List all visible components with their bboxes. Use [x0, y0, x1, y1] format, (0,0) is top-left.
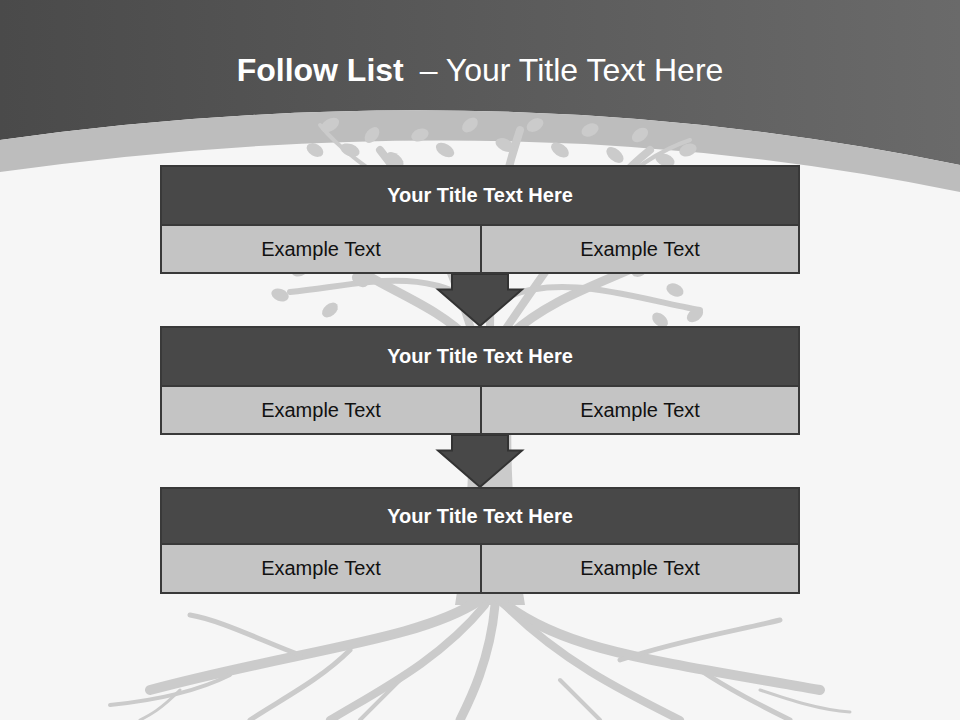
- cell-text: Example Text: [580, 238, 700, 261]
- block-title: Your Title Text Here: [162, 328, 798, 385]
- list-cell: Example Text: [162, 543, 480, 592]
- list-block: Your Title Text HereExample Text Example …: [160, 165, 800, 274]
- cell-text: Example Text: [261, 557, 381, 580]
- list-cell: Example Text: [480, 224, 798, 272]
- block-title: Your Title Text Here: [162, 167, 798, 224]
- list-cell: Example Text: [162, 224, 480, 272]
- list-cell: Example Text: [480, 385, 798, 433]
- list-cell: Example Text: [480, 543, 798, 592]
- list-cell: Example Text: [162, 385, 480, 433]
- block-arrow: [438, 435, 522, 487]
- slide-title: Follow List – Your Title Text Here: [0, 52, 960, 89]
- cell-text: Example Text: [261, 399, 381, 422]
- list-block: Your Title Text HereExample Text Example …: [160, 487, 800, 594]
- cell-text: Example Text: [580, 557, 700, 580]
- subtitle-text: – Your Title Text Here: [420, 52, 724, 89]
- list-block: Your Title Text HereExample Text Example …: [160, 326, 800, 435]
- block-arrow: [438, 274, 522, 326]
- title-text: Follow List: [237, 52, 404, 89]
- cell-text: Example Text: [261, 238, 381, 261]
- cell-text: Example Text: [580, 399, 700, 422]
- tree-illustration: [110, 125, 850, 720]
- block-title: Your Title Text Here: [162, 489, 798, 543]
